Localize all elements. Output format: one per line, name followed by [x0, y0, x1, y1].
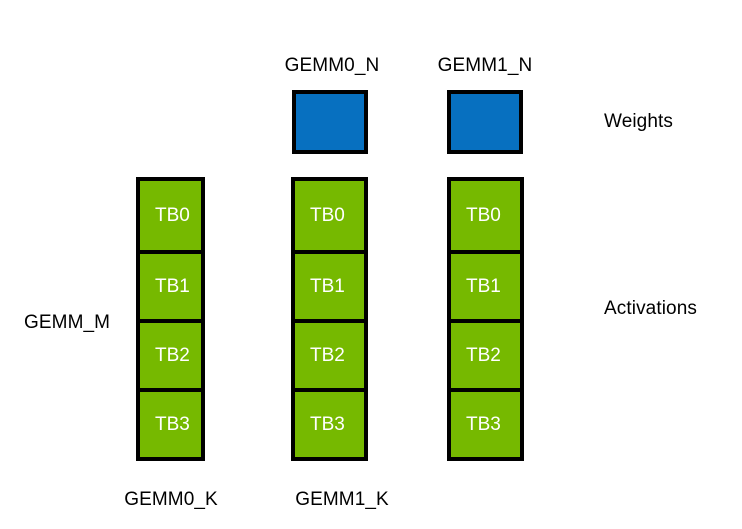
table-row: TB0 [136, 177, 205, 254]
bottom-label-gemm0-k: GEMM0_K [124, 489, 218, 510]
table-row: TB2 [136, 319, 205, 392]
activation-column-2: TB0 TB1 TB2 TB3 [447, 177, 524, 461]
gemm1-weight-tile [447, 90, 523, 154]
legend-label-weights: Weights [604, 111, 673, 132]
axis-label-gemm-m: GEMM_M [24, 312, 111, 333]
table-row: TB1 [447, 250, 524, 323]
bottom-label-gemm1-k: GEMM1_K [295, 489, 389, 510]
top-label-gemm1-n-line1: GEMM1_N [437, 55, 533, 76]
legend-label-activations: Activations [604, 298, 697, 319]
table-row: TB1 [136, 250, 205, 323]
table-row: TB2 [447, 319, 524, 392]
table-row: TB0 [291, 177, 368, 254]
table-row: TB2 [291, 319, 368, 392]
table-row: TB1 [291, 250, 368, 323]
table-row: TB0 [447, 177, 524, 254]
gemm0-weight-tile [292, 90, 368, 154]
table-row: TB3 [447, 388, 524, 461]
table-row: TB3 [136, 388, 205, 461]
activation-column-1: TB0 TB1 TB2 TB3 [291, 177, 368, 461]
activation-column-0: TB0 TB1 TB2 TB3 [136, 177, 205, 461]
top-label-gemm0-n-line1: GEMM0_N [284, 55, 380, 76]
table-row: TB3 [291, 388, 368, 461]
